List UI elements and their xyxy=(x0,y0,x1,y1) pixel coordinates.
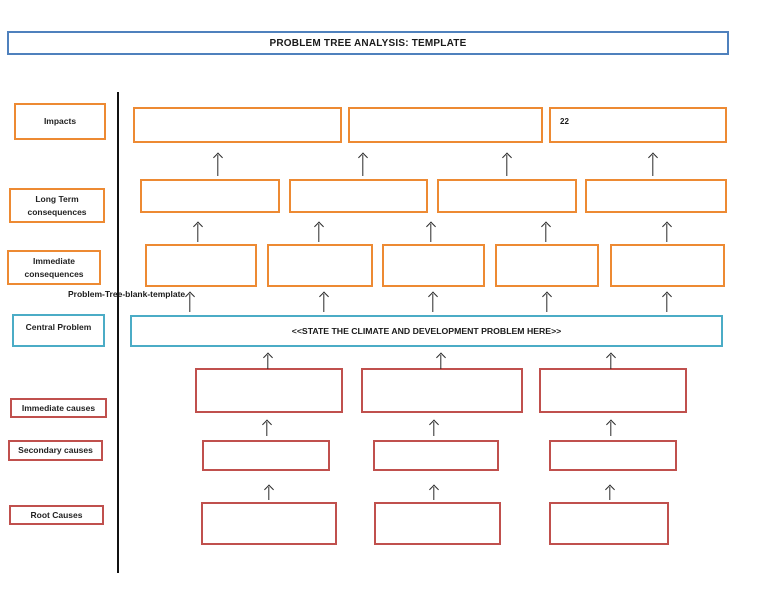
divider-line xyxy=(117,92,119,573)
impact-box-3: 22 xyxy=(549,107,727,143)
up-arrow xyxy=(646,152,660,176)
sidebar-label-immediate-causes: Immediate causes xyxy=(10,398,107,418)
root-cause-box-2 xyxy=(374,502,501,545)
immediate-cause-box-3 xyxy=(539,368,687,413)
immediate-consequence-box-2 xyxy=(267,244,373,287)
up-arrow xyxy=(660,291,674,312)
up-arrow xyxy=(211,152,225,176)
up-arrow xyxy=(356,152,370,176)
up-arrow xyxy=(604,419,618,436)
secondary-cause-box-1 xyxy=(202,440,330,471)
immediate-consequence-box-4 xyxy=(495,244,599,287)
up-arrow xyxy=(426,291,440,312)
secondary-cause-box-2 xyxy=(373,440,499,471)
up-arrow xyxy=(424,221,438,242)
page-title: PROBLEM TREE ANALYSIS: TEMPLATE xyxy=(7,31,729,55)
impact-box-2 xyxy=(348,107,543,143)
up-arrow xyxy=(660,221,674,242)
up-arrow xyxy=(427,419,441,436)
immediate-consequence-box-3 xyxy=(382,244,485,287)
immediate-consequence-box-1 xyxy=(145,244,257,287)
secondary-cause-box-3 xyxy=(549,440,677,471)
up-arrow xyxy=(262,484,276,500)
immediate-cause-box-1 xyxy=(195,368,343,413)
long-term-consequence-box-2 xyxy=(289,179,428,213)
long-term-consequence-box-4 xyxy=(585,179,727,213)
sidebar-label-impacts: Impacts xyxy=(14,103,106,140)
up-arrow xyxy=(603,484,617,500)
up-arrow xyxy=(434,352,448,369)
immediate-consequence-box-5 xyxy=(610,244,725,287)
up-arrow xyxy=(427,484,441,500)
up-arrow xyxy=(317,291,331,312)
central-problem-box: <<STATE THE CLIMATE AND DEVELOPMENT PROB… xyxy=(130,315,723,347)
up-arrow xyxy=(539,221,553,242)
long-term-consequence-box-3 xyxy=(437,179,577,213)
sidebar-label-secondary-causes: Secondary causes xyxy=(8,440,103,461)
sidebar-label-immediate-consequences: Immediate consequences xyxy=(7,250,101,285)
sidebar-label-central-problem: Central Problem xyxy=(12,314,105,347)
root-cause-box-1 xyxy=(201,502,337,545)
up-arrow xyxy=(191,221,205,242)
sidebar-label-root-causes: Root Causes xyxy=(9,505,104,525)
up-arrow xyxy=(312,221,326,242)
document-filename-watermark: Problem-Tree-blank-template xyxy=(68,289,186,299)
sidebar-label-long-term-consequences: Long Term consequences xyxy=(9,188,105,223)
up-arrow xyxy=(604,352,618,369)
up-arrow xyxy=(500,152,514,176)
up-arrow xyxy=(261,352,275,369)
up-arrow xyxy=(260,419,274,436)
root-cause-box-3 xyxy=(549,502,669,545)
impact-box-3-note: 22 xyxy=(560,117,569,126)
immediate-cause-box-2 xyxy=(361,368,523,413)
long-term-consequence-box-1 xyxy=(140,179,280,213)
up-arrow xyxy=(540,291,554,312)
impact-box-1 xyxy=(133,107,342,143)
